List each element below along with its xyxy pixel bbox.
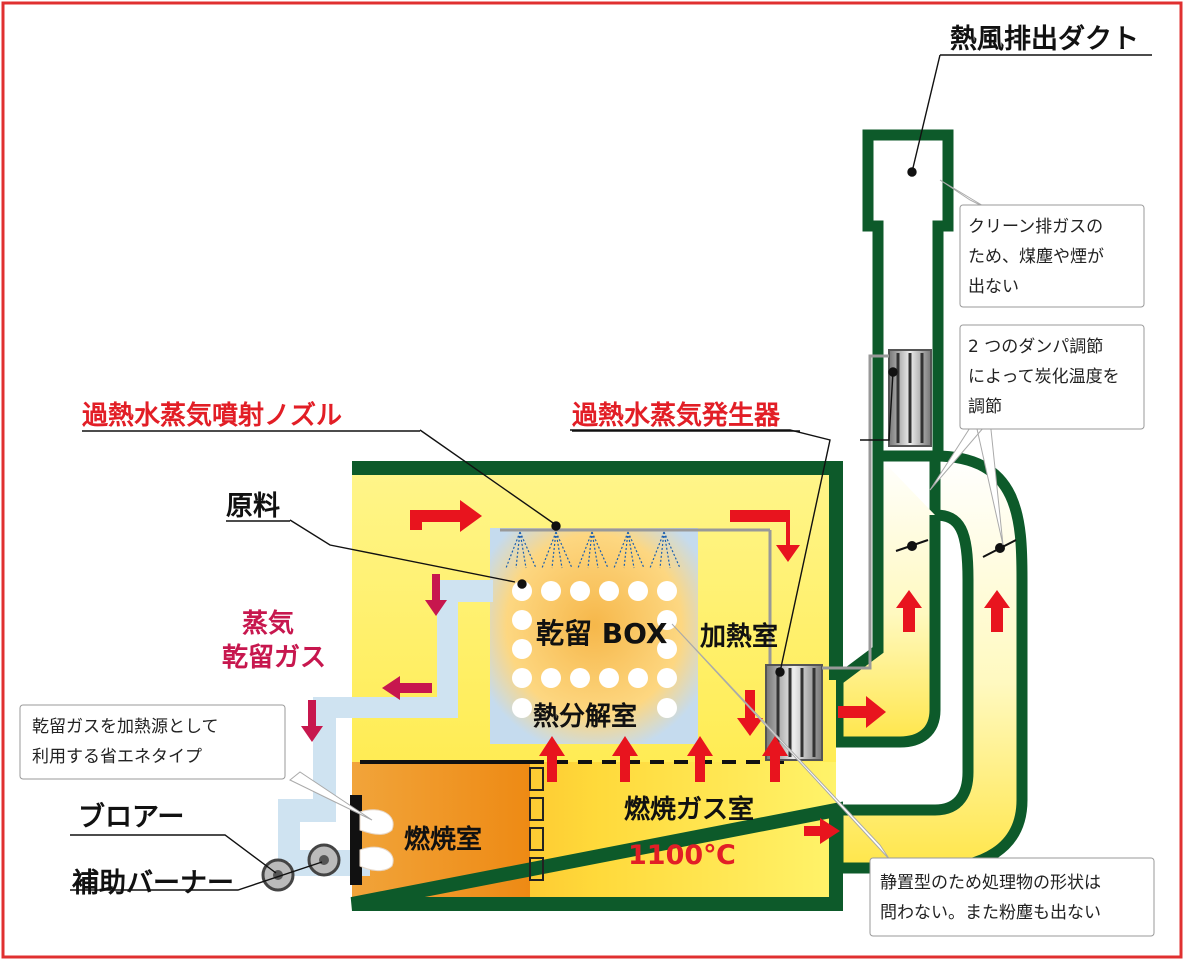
note-energy-2: 利用する省エネタイプ [32, 747, 202, 767]
vent-slots [529, 767, 544, 881]
material-balls [512, 581, 677, 718]
note-clean-gas-2: ため、煤塵や煙が [968, 247, 1104, 267]
label-blower: ブロアー [78, 801, 184, 833]
note-clean-gas-3: 出ない [968, 277, 1019, 297]
return-pipe [832, 450, 1028, 874]
gas-flow-arrows [301, 574, 447, 742]
label-steam: 蒸気 [242, 608, 294, 639]
burner-pipe [278, 799, 340, 821]
note-static-box [869, 857, 1155, 937]
label-nozzle: 過熱水蒸気噴射ノズル [82, 400, 342, 431]
note-clean-gas-box [959, 204, 1145, 308]
label-burner: 補助バーナー [71, 868, 234, 899]
label-temperature: 1100℃ [628, 840, 736, 871]
damper-valves [895, 539, 1017, 558]
damper-gray-pipe [822, 354, 889, 670]
label-raw-material: 原料 [226, 491, 280, 522]
note-clean-gas-1: クリーン排ガスの [968, 217, 1103, 237]
note-static-1: 静置型のため処理物の形状は [880, 873, 1101, 893]
label-combustion-gas-room: 燃焼ガス室 [624, 794, 754, 825]
note-energy-1: 乾留ガスを加熱源として [32, 717, 219, 737]
callout-boxes [19, 204, 1155, 937]
label-generator: 過熱水蒸気発生器 [572, 400, 781, 431]
label-heating-room: 加熱室 [700, 621, 778, 652]
burner-flames [350, 795, 394, 885]
note-damper-box [959, 324, 1145, 430]
note-damper-3: 調節 [968, 397, 1002, 417]
label-carbonization-gas: 乾留ガス [222, 643, 326, 673]
flow-arrows [410, 500, 1010, 844]
note-damper-1: 2 つのダンパ調節 [968, 337, 1103, 357]
label-exhaust-duct: 熱風排出ダクト [950, 23, 1139, 55]
leader-lines [70, 54, 1152, 891]
steam-generator [765, 664, 823, 761]
damper [888, 349, 932, 447]
gas-duct [278, 580, 493, 862]
note-energy-box [19, 704, 286, 780]
note-static-2: 問わない。また粉塵も出ない [880, 903, 1101, 923]
note-damper-2: によって炭化温度を [968, 367, 1120, 387]
label-combustion-room: 燃焼室 [404, 824, 482, 855]
label-pyrolysis: 熱分解室 [533, 701, 637, 732]
label-box: 乾留 BOX [536, 617, 668, 650]
